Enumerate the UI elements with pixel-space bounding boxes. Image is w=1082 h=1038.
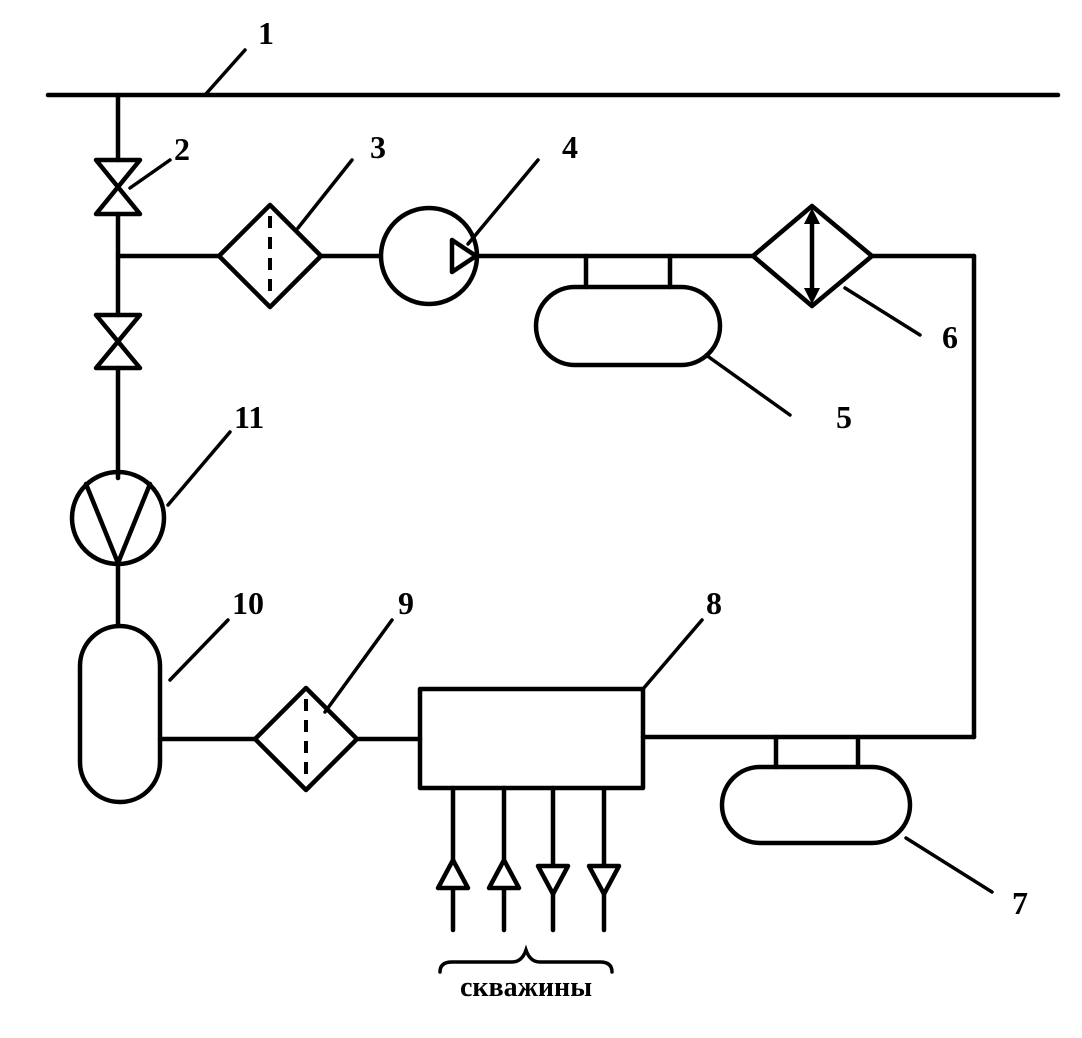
label-10: 10: [232, 585, 264, 621]
label-7: 7: [1012, 885, 1028, 921]
valve-2: [93, 157, 143, 217]
leader-9: [323, 618, 394, 714]
leader-8: [641, 618, 704, 691]
tank-5: [533, 253, 723, 368]
well-2: [486, 785, 522, 933]
leader-10: [168, 618, 230, 682]
label-2: 2: [174, 131, 190, 167]
leader-2: [128, 158, 172, 190]
separator-10: [77, 623, 163, 805]
well-3: [535, 785, 571, 933]
label-9: 9: [398, 585, 414, 621]
leader-5: [704, 353, 792, 417]
heat-exchanger-6: [750, 203, 875, 309]
compressor-11: [69, 469, 167, 567]
valve-lower: [93, 312, 143, 371]
leader-6: [843, 286, 922, 337]
label-8: 8: [706, 585, 722, 621]
leader-11: [166, 430, 232, 507]
filter-3: [216, 202, 324, 310]
label-4: 4: [562, 129, 578, 165]
label-11: 11: [234, 399, 264, 435]
label-3: 3: [370, 129, 386, 165]
leader-1: [203, 48, 247, 97]
wells-caption: скважины: [460, 972, 592, 1003]
leader-3: [296, 158, 354, 230]
well-4: [586, 785, 622, 933]
label-1: 1: [258, 15, 274, 51]
filter-9: [252, 685, 360, 793]
label-5: 5: [836, 399, 852, 435]
pump-4: [378, 205, 480, 307]
label-6: 6: [942, 319, 958, 355]
leader-7: [904, 836, 994, 894]
wells-brace: [438, 944, 614, 974]
tank-7: [719, 734, 913, 846]
leader-4: [466, 158, 540, 246]
well-1: [435, 785, 471, 933]
distribution-block-8: [417, 686, 646, 791]
